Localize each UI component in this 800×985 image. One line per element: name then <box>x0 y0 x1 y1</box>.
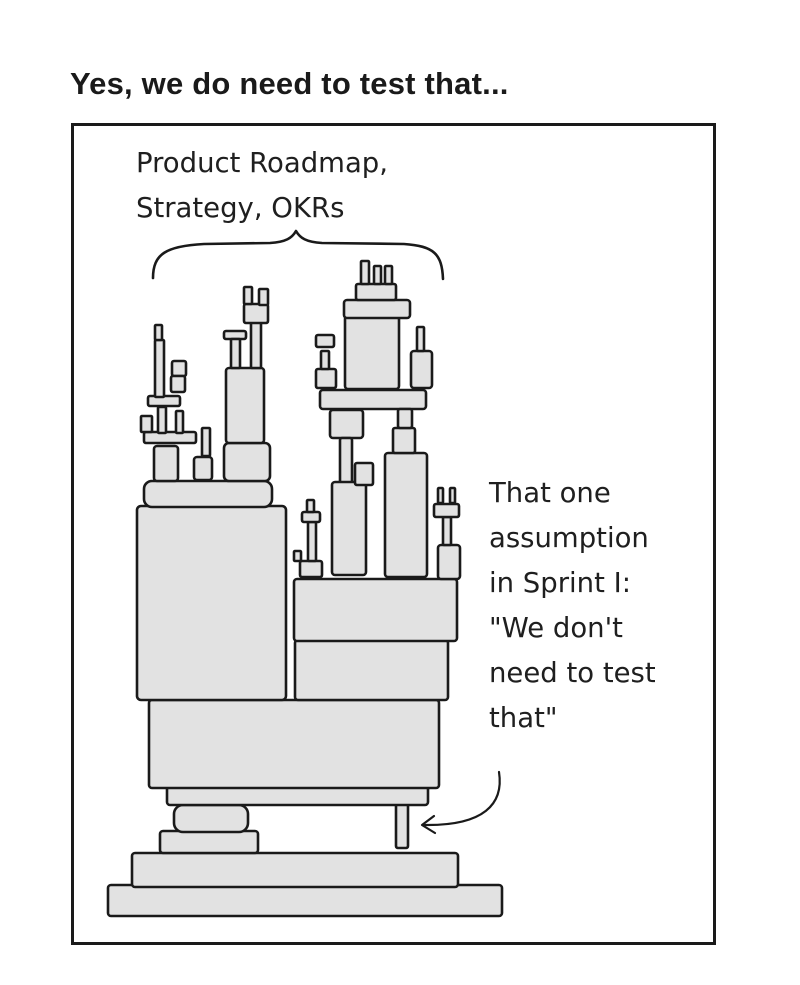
large-bottom-block <box>147 698 441 790</box>
left-tall-stick <box>153 338 166 399</box>
right-top-plank <box>342 298 412 320</box>
right-col-cap-2 <box>396 407 414 430</box>
right-mid-cube <box>328 408 365 440</box>
right-big-block <box>343 314 401 391</box>
right-cap-small <box>314 333 336 349</box>
curly-brace <box>151 229 445 281</box>
right-top-pin-2 <box>372 264 383 286</box>
right-side-block <box>409 349 434 390</box>
left-tall-block <box>224 366 266 445</box>
right-plank <box>318 388 428 411</box>
ground-slab <box>106 883 504 918</box>
small-peg-cap <box>300 510 322 524</box>
roadmap-caption: Product Roadmap, Strategy, OKRs <box>136 147 388 224</box>
base-slab <box>130 851 460 889</box>
far-right-stick <box>441 515 453 547</box>
rounded-support <box>172 803 250 834</box>
center-stack-cap <box>242 302 270 325</box>
left-cube-a <box>152 444 180 483</box>
small-peg-stack <box>298 559 324 579</box>
right-block-upper <box>292 577 459 643</box>
right-mid-post <box>338 436 354 485</box>
left-mid-block <box>222 441 272 483</box>
left-small-square <box>139 414 154 434</box>
pointer-arrowhead <box>420 814 437 835</box>
small-peg-side <box>292 549 303 563</box>
far-right-cross <box>432 502 461 519</box>
pointer-arrow <box>422 770 501 827</box>
left-thin-post <box>156 405 168 435</box>
far-right-cube <box>436 543 462 581</box>
left-small-cube <box>170 359 188 378</box>
right-cap-block <box>314 367 338 390</box>
small-peg-post <box>306 520 318 563</box>
right-col-tall <box>383 451 429 579</box>
left-small-cube-2 <box>169 374 187 394</box>
small-base-block <box>158 829 260 855</box>
far-right-pin <box>436 486 445 505</box>
right-block-lower <box>293 638 450 702</box>
right-side-peg <box>415 325 426 353</box>
right-col-peg <box>353 461 375 487</box>
center-stack-post <box>229 337 242 370</box>
precarious-tower-drawing <box>106 229 504 918</box>
assumption-peg <box>394 802 410 850</box>
right-top-box <box>354 282 398 302</box>
right-top-pin-3 <box>383 264 394 286</box>
center-stack-pin-2 <box>257 287 270 307</box>
right-cap-post <box>319 349 331 371</box>
center-stack-pin <box>242 285 254 306</box>
left-cross-bar <box>142 430 198 445</box>
left-small-peg <box>192 455 214 482</box>
right-col-left <box>330 480 368 577</box>
left-platform <box>142 479 274 509</box>
left-stick-cap <box>153 323 164 342</box>
far-right-pin-2 <box>448 486 457 505</box>
comic-title: Yes, we do need to test that... <box>70 66 509 101</box>
comic-panel: Product Roadmap, Strategy, OKRs That one… <box>71 123 716 945</box>
center-stack-post-2 <box>249 320 263 370</box>
right-col-cap <box>391 426 417 455</box>
left-tiny-post <box>200 426 212 458</box>
small-peg-top <box>305 498 316 514</box>
right-top-pin-1 <box>359 259 371 286</box>
left-big-block <box>135 504 288 702</box>
left-thin-post-2 <box>174 409 185 435</box>
assumption-caption: That one assumption in Sprint I: "We don… <box>489 477 656 734</box>
